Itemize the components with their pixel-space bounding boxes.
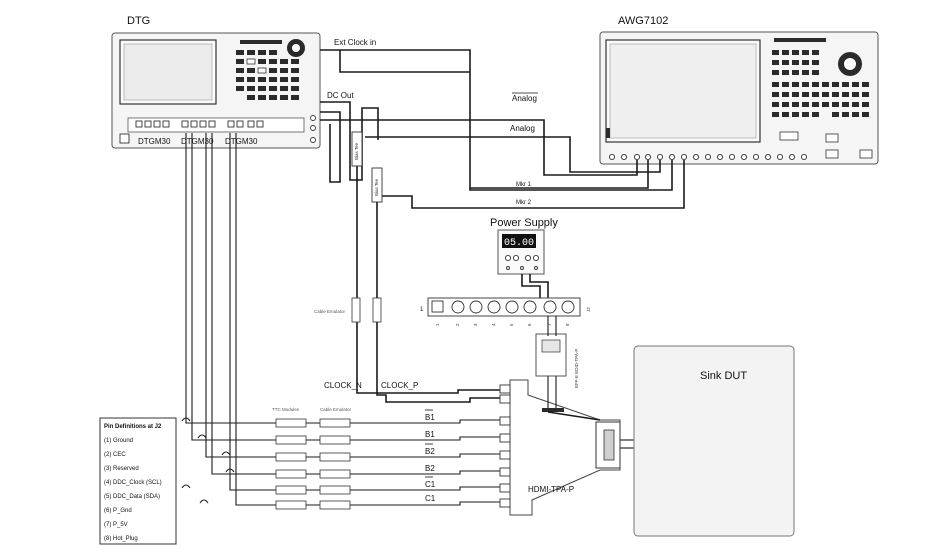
ext-clock-in-label: Ext Clock in xyxy=(334,38,376,47)
dtg-top-button-bar[interactable] xyxy=(240,40,282,44)
sink-dut xyxy=(633,345,795,537)
lane-label-4: C1 xyxy=(425,480,436,489)
lane-label-3: B2 xyxy=(425,464,435,473)
power-supply: 05.00 xyxy=(497,229,545,275)
bias-tee-1: Bias Tee xyxy=(351,131,363,167)
edid-label: EFF-E EDID-TPA-P xyxy=(574,349,579,388)
awg-label: AWG7102 xyxy=(618,15,668,27)
pin-number-4: 4 xyxy=(491,323,496,326)
mkr2-label: Mkr 2 xyxy=(516,200,532,206)
dtg-instrument: DTG DTGM30 DTGM30 DTGM30 xyxy=(111,15,321,149)
pin-number-2: 2 xyxy=(455,323,460,326)
clock-n-label: CLOCK_N xyxy=(324,381,362,390)
bias-tee-2-label: Bias Tee xyxy=(374,178,379,196)
connector-pin-numbers: 1 2 3 4 5 6 7 8 xyxy=(435,323,570,326)
pin-def-5: (5) DDC_Data (SDA) xyxy=(104,494,160,500)
connector-right-label: J2 xyxy=(586,307,591,312)
pin-number-3: 3 xyxy=(473,323,478,326)
ext-clock-wire xyxy=(320,49,649,189)
ttc-modules xyxy=(275,418,307,510)
clock-p-wire xyxy=(376,202,520,403)
lane-label-1: B1 xyxy=(425,430,435,439)
lane-labels: B1 B1 B2 B2 C1 C1 xyxy=(425,409,436,503)
dc-out-wire xyxy=(320,111,341,183)
mkr2-wire xyxy=(377,160,685,209)
dtg-label: DTG xyxy=(127,15,150,27)
pin-definitions-title: Pin Definitions at J2 xyxy=(104,424,162,430)
dtg-module-2-label: DTGM30 xyxy=(181,137,214,146)
mkr1-label: Mkr 1 xyxy=(516,182,532,188)
dc-out-label: DC Out xyxy=(327,91,354,100)
pin-number-7: 7 xyxy=(547,323,552,326)
ttc-modules-label: TTC Modules xyxy=(272,407,300,412)
lane-cables xyxy=(181,133,505,506)
pin-def-2: (2) CEC xyxy=(104,452,126,458)
awg-disk-slot xyxy=(606,128,610,138)
pin-def-6: (6) P_Gnd xyxy=(104,508,132,514)
analog-bar-wire xyxy=(320,119,638,176)
sink-dut-label: Sink DUT xyxy=(700,370,747,382)
lane-label-2: B2 xyxy=(425,447,435,456)
j2-connector xyxy=(427,297,581,317)
analog-wire xyxy=(365,136,661,173)
dtg-button-grid xyxy=(236,50,299,100)
dtg-power-button[interactable] xyxy=(119,133,130,144)
cable-emulator-p xyxy=(372,297,382,323)
pin-definitions: Pin Definitions at J2 (1) Ground (2) CEC… xyxy=(99,417,177,545)
dtg-module-ports xyxy=(135,120,264,128)
power-supply-label: Power Supply xyxy=(490,217,558,229)
connector-pin1-label: 1 xyxy=(420,307,424,313)
cable-emulator-mid-label: Cable Emulator xyxy=(314,309,346,314)
cable-emulators-bottom xyxy=(319,418,351,510)
pin-def-4: (4) DDC_Clock (SCL) xyxy=(104,480,162,486)
pin-number-8: 8 xyxy=(565,323,570,326)
awg-button-grid xyxy=(772,50,869,117)
analog-bar-label: Analog xyxy=(512,94,537,103)
dtg-module-3-label: DTGM30 xyxy=(225,137,258,146)
lane-label-0: B1 xyxy=(425,413,435,422)
awg-output-ports xyxy=(608,153,808,161)
lane-label-5: C1 xyxy=(425,494,436,503)
cable-emulator-n xyxy=(351,297,361,323)
power-supply-readout: 05.00 xyxy=(504,238,534,249)
clock-p-label: CLOCK_P xyxy=(381,381,418,390)
power-wire xyxy=(521,274,541,304)
pin-def-7: (7) P_5V xyxy=(104,522,128,528)
pin-number-5: 5 xyxy=(509,323,514,326)
cable-emulator-bottom-label: Cable Emulator xyxy=(320,407,352,412)
pin-number-6: 6 xyxy=(527,323,532,326)
power-supply-display xyxy=(502,234,536,248)
pin-number-1: 1 xyxy=(435,323,440,326)
awg-instrument: AWG7102 xyxy=(599,15,879,165)
analog-label: Analog xyxy=(510,124,535,133)
pin-def-8: (8) Hot_Plug xyxy=(104,536,138,542)
edid-fixture: EFF-E EDID-TPA-P xyxy=(535,333,579,408)
pin-def-3: (3) Reserved xyxy=(104,466,139,472)
bias-tee-1-label: Bias Tee xyxy=(354,142,359,160)
bias-tee-2: Bias Tee xyxy=(371,167,383,203)
hdmi-tpa-fixture xyxy=(499,379,621,516)
pin-def-1: (1) Ground xyxy=(104,438,133,444)
hdmi-tpa-label: HDMI-TPA-P xyxy=(528,485,574,494)
awg-top-button-bar[interactable] xyxy=(774,38,826,42)
dtg-module-1-label: DTGM30 xyxy=(138,137,171,146)
